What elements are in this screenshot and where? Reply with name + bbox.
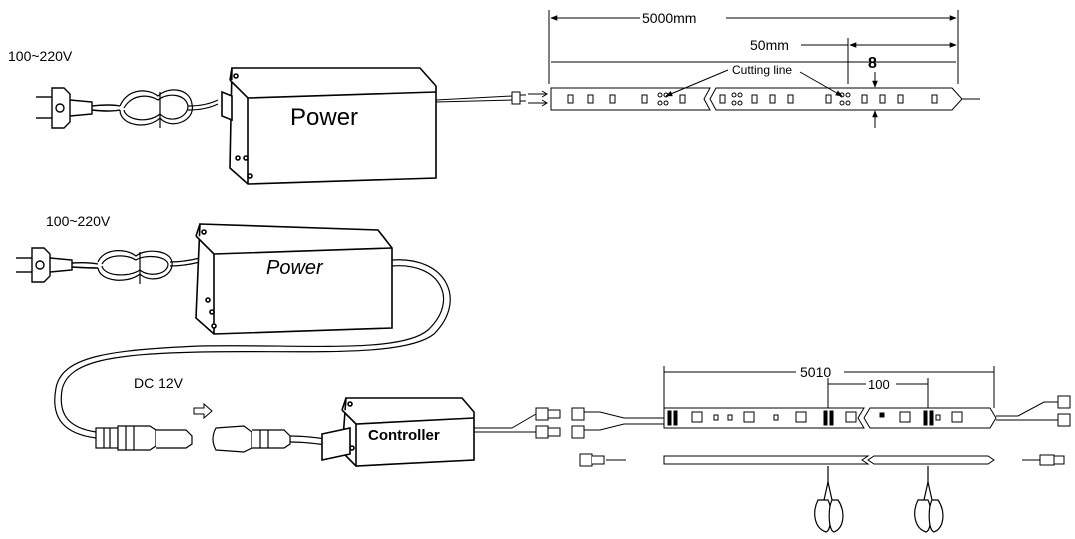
bottom-led-strip (663, 407, 997, 429)
bottom-dc-cable (54, 259, 451, 439)
top-voltage-label: 100~220V (8, 48, 73, 64)
bottom-dc-female-connector-icon (212, 425, 333, 453)
bottom-length-label: 5010 (800, 364, 831, 380)
bottom-direction-arrow-icon (193, 402, 213, 420)
top-led-strip (550, 87, 980, 111)
bottom-segment-dimension (827, 378, 929, 408)
bottom-controller-label: Controller (368, 427, 440, 444)
bottom-controller-box (321, 397, 475, 467)
bottom-power-box (195, 223, 393, 335)
scissors-icon (914, 466, 944, 533)
bottom-plug-icon (16, 247, 99, 283)
top-power-label: Power (290, 104, 358, 131)
bottom-strip-input-connectors (571, 407, 664, 439)
top-length-label: 5000mm (642, 10, 696, 26)
top-width-dimension (866, 72, 884, 128)
bottom-dc-male-connector-icon (95, 425, 193, 451)
top-length-dimension (548, 10, 959, 84)
bottom-dc-label: DC 12V (134, 375, 184, 391)
scissors-icon (814, 466, 844, 533)
top-output-wire (435, 91, 526, 105)
top-cutting-label: Cutting line (732, 63, 792, 77)
top-diagram: 100~220V (8, 10, 980, 185)
bottom-length-dimension (663, 366, 995, 408)
bottom-strip-output (996, 395, 1071, 427)
top-led-chips (567, 94, 938, 104)
top-segment-dimension (801, 38, 957, 84)
bottom-solder-pads (667, 410, 934, 426)
top-coiled-cable-icon (119, 89, 219, 128)
bottom-diagram: 100~220V P (16, 213, 1071, 533)
bottom-power-label: Power (266, 257, 324, 279)
bottom-controller-output (474, 407, 561, 439)
bottom-rgb-led-chips (691, 411, 963, 423)
top-power-box (221, 67, 437, 185)
bottom-strip-side-view (579, 453, 1065, 467)
bottom-segment-label: 100 (868, 377, 890, 392)
top-plug-icon (36, 87, 121, 129)
bottom-coiled-cable-icon (97, 250, 201, 284)
top-connect-arrows-icon (528, 90, 548, 107)
bottom-voltage-label: 100~220V (46, 213, 111, 229)
top-cutting-leaders (665, 69, 843, 97)
top-width-label: 8 (868, 55, 877, 72)
top-segment-label: 50mm (750, 37, 789, 53)
